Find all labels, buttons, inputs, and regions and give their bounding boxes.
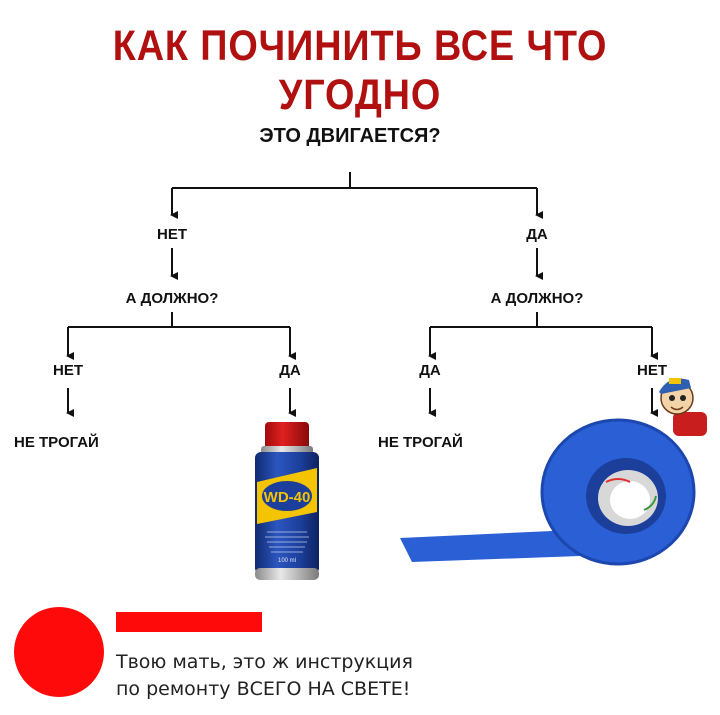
red-bar-decoration xyxy=(116,612,262,632)
left-no-result: НЕ ТРОГАЙ xyxy=(14,434,99,451)
flowchart-connectors xyxy=(66,172,658,417)
wd40-volume-text: 100 ml xyxy=(278,558,296,564)
left-answer-no: НЕТ xyxy=(157,226,187,243)
footer-line-1: Твою мать, это ж инструкция xyxy=(116,651,413,673)
left-no-answer: НЕТ xyxy=(53,362,83,379)
right-yes-answer: ДА xyxy=(419,362,441,379)
right-subquestion: А ДОЛЖНО? xyxy=(490,290,584,307)
footer-caption: Твою мать, это ж инструкция по ремонту В… xyxy=(116,649,413,703)
right-answer-yes: ДА xyxy=(526,226,548,243)
footer-line-2: по ремонту ВСЕГО НА СВЕТЕ! xyxy=(116,678,411,700)
mascot-sticker-icon xyxy=(659,378,707,436)
left-subquestion: А ДОЛЖНО? xyxy=(125,290,219,307)
wd40-brand-text: WD-40 xyxy=(264,489,311,506)
right-yes-result: НЕ ТРОГАЙ xyxy=(378,434,463,451)
wd40-can-icon: WD-40 100 ml xyxy=(255,422,319,580)
left-yes-answer: ДА xyxy=(279,362,301,379)
right-no-answer: НЕТ xyxy=(637,362,667,379)
duct-tape-icon xyxy=(400,418,696,566)
page-title: КАК ПОЧИНИТЬ ВСЕ ЧТО УГОДНО xyxy=(112,22,608,119)
root-question: ЭТО ДВИГАЕТСЯ? xyxy=(259,125,441,147)
red-circle-icon xyxy=(14,607,104,697)
